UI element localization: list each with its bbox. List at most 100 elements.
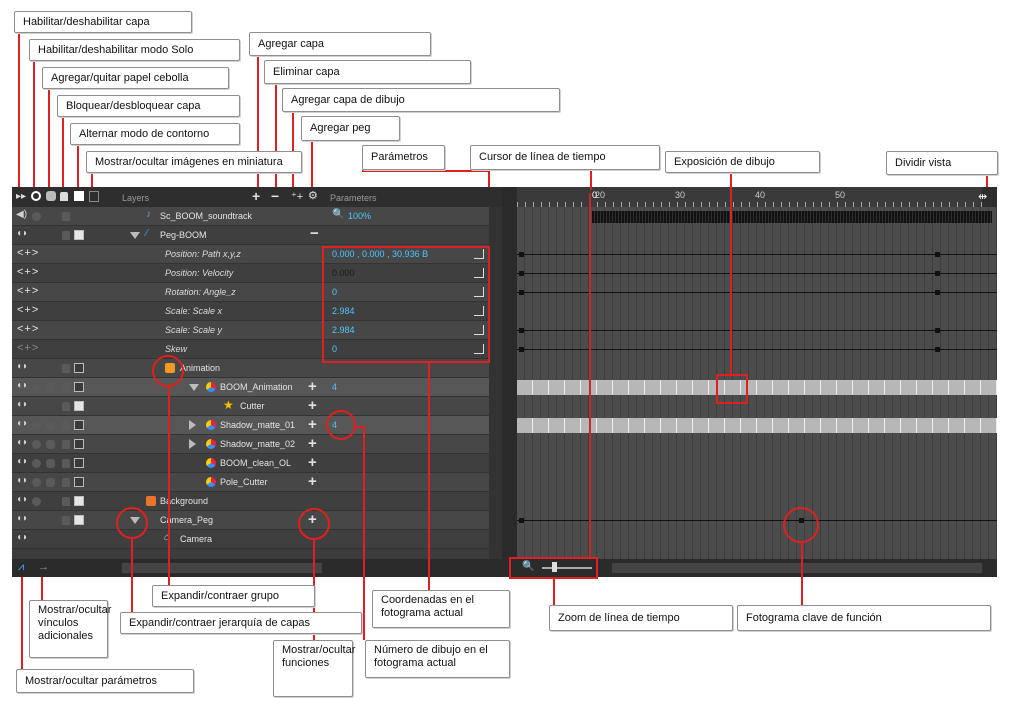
color-swatch[interactable] bbox=[74, 477, 84, 487]
expand-icon[interactable] bbox=[189, 439, 196, 449]
function-value[interactable]: 0.000 bbox=[332, 268, 355, 278]
function-value[interactable]: 0.000 , 0.000 , 30.936 B bbox=[332, 249, 429, 259]
function-track[interactable] bbox=[517, 321, 997, 340]
function-value[interactable]: 2.984 bbox=[332, 325, 355, 335]
layer-row[interactable]: ◖◗ BOOM_Animation + 4 bbox=[12, 378, 502, 397]
function-value[interactable]: 2.984 bbox=[332, 306, 355, 316]
function-graph-icon[interactable] bbox=[474, 287, 484, 297]
lock-toggle[interactable] bbox=[62, 516, 70, 525]
lock-toggle[interactable] bbox=[62, 402, 70, 411]
add-layer-icon[interactable]: + bbox=[252, 188, 261, 204]
navigate-keyframes-icon[interactable]: <+> bbox=[17, 247, 40, 259]
function-value[interactable]: 0 bbox=[332, 287, 338, 297]
add-peg-icon[interactable]: ⚙ bbox=[308, 190, 318, 202]
function-row[interactable]: <+> Position: Path x,y,z 0.000 , 0.000 ,… bbox=[12, 245, 502, 264]
show-params-icon[interactable]: ⩘ bbox=[18, 561, 25, 573]
split-view-icon[interactable]: ⇹ bbox=[978, 191, 988, 203]
lock-toggle[interactable] bbox=[62, 364, 70, 373]
solo-toggle[interactable] bbox=[32, 459, 41, 468]
visibility-icon[interactable]: ◖◗ bbox=[16, 399, 29, 410]
layer-row[interactable]: ◖◗ BOOM_clean_OL + bbox=[12, 454, 502, 473]
lock-toggle[interactable] bbox=[62, 231, 70, 240]
lock-toggle[interactable] bbox=[62, 421, 70, 430]
onion-toggle[interactable] bbox=[46, 478, 55, 487]
color-swatch[interactable] bbox=[74, 496, 84, 506]
layer-row[interactable]: ◀) ♪ Sc_BOOM_soundtrack 🔍 100% bbox=[12, 207, 502, 226]
drawing-exposure-track[interactable] bbox=[517, 380, 997, 395]
visibility-icon[interactable]: ◖◗ bbox=[16, 456, 29, 467]
visibility-icon[interactable]: ◖◗ bbox=[16, 380, 29, 391]
drawing-number[interactable]: 4 bbox=[332, 382, 338, 392]
add-drawing-layer-icon[interactable]: ⁺+ bbox=[291, 191, 304, 203]
color-swatch[interactable] bbox=[74, 439, 84, 449]
visibility-icon[interactable]: ◖◗ bbox=[16, 494, 29, 505]
show-functions-icon[interactable]: + bbox=[308, 378, 317, 395]
show-functions-icon[interactable]: + bbox=[308, 473, 317, 490]
solo-toggle[interactable] bbox=[32, 383, 41, 392]
color-swatch[interactable] bbox=[74, 230, 84, 240]
navigate-keyframes-icon[interactable]: <+> bbox=[17, 304, 40, 316]
color-swatch[interactable] bbox=[74, 363, 84, 373]
frame-ruler[interactable]: 20 30 40 50 bbox=[517, 187, 982, 207]
function-row[interactable]: <+> Rotation: Angle_z 0 bbox=[12, 283, 502, 302]
function-track[interactable] bbox=[517, 283, 997, 302]
onion-toggle[interactable] bbox=[46, 440, 55, 449]
layer-row[interactable]: ◖◗ Shadow_matte_02 + bbox=[12, 435, 502, 454]
visibility-icon[interactable]: ◖◗ bbox=[16, 437, 29, 448]
visibility-icon[interactable]: ◖◗ bbox=[16, 532, 29, 543]
onion-skin-icon[interactable] bbox=[46, 191, 56, 201]
drawing-exposure-track[interactable] bbox=[517, 418, 997, 433]
lock-toggle[interactable] bbox=[62, 383, 70, 392]
function-row[interactable]: <+> Skew 0 bbox=[12, 340, 502, 359]
solo-toggle[interactable] bbox=[32, 212, 41, 221]
function-row[interactable]: <+> Position: Velocity 0.000 bbox=[12, 264, 502, 283]
collapse-icon[interactable] bbox=[130, 232, 140, 239]
show-functions-icon[interactable]: + bbox=[308, 454, 317, 471]
visibility-icon[interactable]: ◖◗ bbox=[16, 475, 29, 486]
thumbnail-icon[interactable] bbox=[89, 191, 99, 202]
collapse-icon[interactable] bbox=[189, 384, 199, 391]
color-swatch[interactable] bbox=[74, 382, 84, 392]
solo-toggle[interactable] bbox=[32, 440, 41, 449]
enable-layers-icon[interactable]: ▸▸ bbox=[16, 191, 27, 202]
navigate-keyframes-icon[interactable]: <+> bbox=[17, 323, 40, 335]
lock-toggle[interactable] bbox=[62, 459, 70, 468]
zoom-slider-handle[interactable] bbox=[552, 562, 557, 572]
function-track[interactable] bbox=[517, 340, 997, 359]
hide-functions-icon[interactable]: − bbox=[310, 225, 319, 242]
volume-value[interactable]: 100% bbox=[348, 211, 372, 221]
zoom-slider[interactable] bbox=[542, 567, 592, 569]
solo-toggle[interactable] bbox=[32, 497, 41, 506]
color-swatch[interactable] bbox=[74, 458, 84, 468]
function-value[interactable]: 0 bbox=[332, 344, 338, 354]
color-swatch[interactable] bbox=[74, 515, 84, 525]
layer-row[interactable]: ◖◗ Pole_Cutter + bbox=[12, 473, 502, 492]
visibility-icon[interactable]: ◖◗ bbox=[16, 228, 29, 239]
expand-icon[interactable] bbox=[189, 420, 196, 430]
function-graph-icon[interactable] bbox=[474, 249, 484, 259]
visibility-icon[interactable]: ◖◗ bbox=[16, 418, 29, 429]
visibility-icon[interactable]: ◖◗ bbox=[16, 513, 29, 524]
outline-mode-icon[interactable] bbox=[74, 191, 84, 201]
navigate-keyframes-icon[interactable]: <+> bbox=[17, 266, 40, 278]
speaker-icon[interactable]: ◀) bbox=[16, 209, 28, 220]
timeline-cursor[interactable] bbox=[589, 193, 591, 559]
show-functions-icon[interactable]: + bbox=[308, 435, 317, 452]
function-row[interactable]: <+> Scale: Scale y 2.984 bbox=[12, 321, 502, 340]
onion-toggle[interactable] bbox=[46, 383, 55, 392]
delete-layer-icon[interactable]: − bbox=[271, 188, 280, 204]
onion-toggle[interactable] bbox=[46, 459, 55, 468]
function-graph-icon[interactable] bbox=[474, 306, 484, 316]
extra-links-icon[interactable]: → bbox=[38, 561, 49, 573]
lock-toggle[interactable] bbox=[62, 497, 70, 506]
solo-toggle[interactable] bbox=[32, 421, 41, 430]
layer-row[interactable]: ◖◗ Shadow_matte_01 + 4 bbox=[12, 416, 502, 435]
splitter[interactable] bbox=[502, 187, 517, 559]
function-graph-icon[interactable] bbox=[474, 325, 484, 335]
color-swatch[interactable] bbox=[74, 420, 84, 430]
layer-row[interactable]: ◖◗ Background bbox=[12, 492, 502, 511]
solo-toggle[interactable] bbox=[32, 478, 41, 487]
lock-toggle[interactable] bbox=[62, 478, 70, 487]
function-graph-icon[interactable] bbox=[474, 268, 484, 278]
function-row[interactable]: <+> Scale: Scale x 2.984 bbox=[12, 302, 502, 321]
